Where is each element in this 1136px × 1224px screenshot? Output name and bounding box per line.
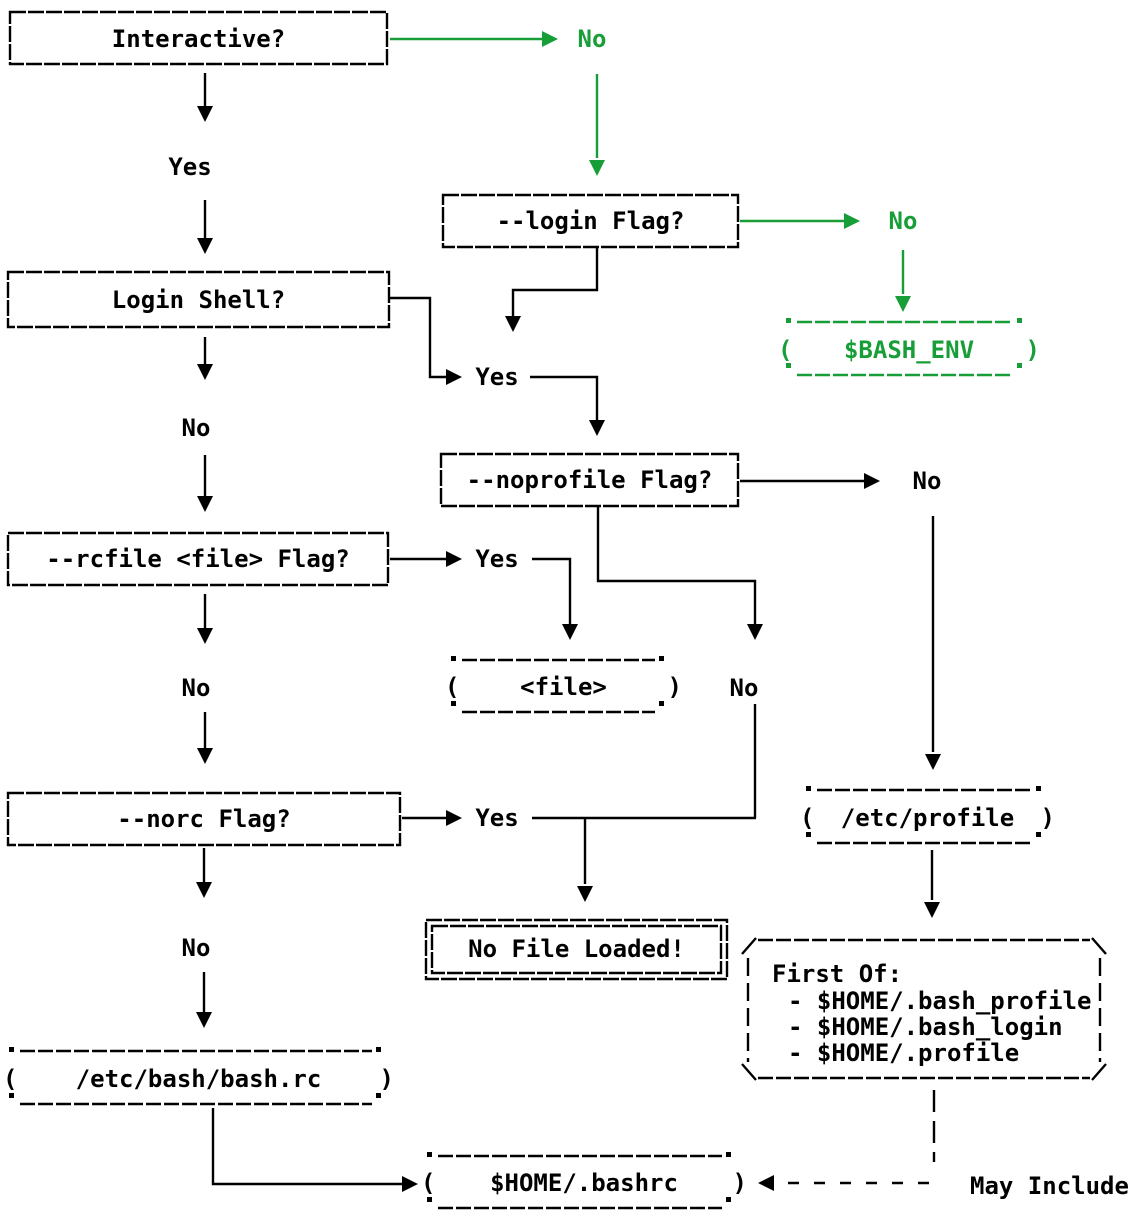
node-box-first-of-corners	[741, 937, 1107, 1081]
edge-label-merge-no: No	[729, 674, 759, 702]
edge-label-rcfile-yes: Yes	[475, 545, 519, 573]
node-box-interactive	[8, 10, 389, 66]
node-box-login-flag	[441, 193, 740, 249]
black-edges	[196, 73, 941, 1192]
oval-borders	[9, 318, 1041, 1210]
edge-label-login-flag-no: No	[888, 207, 918, 235]
oval-etc-bash-rc: ( /etc/bash/bash.rc )	[3, 1062, 394, 1096]
node-no-file-loaded-label: No File Loaded!	[468, 935, 685, 963]
oval-border-etc-bash-rc	[20, 1049, 372, 1106]
node-etc-profile-label: /etc/profile	[840, 804, 1015, 832]
node-borders	[6, 10, 1107, 1081]
edge-label-login-shell-yes: Yes	[475, 363, 519, 391]
edge-label-interactive-yes: Yes	[168, 153, 212, 181]
node-norc-label: --norc Flag?	[117, 805, 291, 833]
edge-label-norc-no: No	[181, 934, 211, 962]
node-etc-bash-rc-label: /etc/bash/bash.rc	[75, 1065, 322, 1093]
edge-label-interactive-no: No	[577, 25, 607, 53]
edge-label-norc-yes: Yes	[475, 804, 519, 832]
oval-file: ( <file> )	[445, 670, 682, 704]
oval-paren-close: )	[379, 1065, 394, 1093]
node-box-no-file-loaded-inner	[430, 924, 723, 975]
node-box-first-of-horizontals	[758, 938, 1090, 1080]
node-login-flag-label: --login Flag?	[496, 207, 685, 235]
node-first-of-title: First Of:	[772, 960, 903, 988]
edge-label-may-include: May Include	[970, 1172, 1129, 1200]
node-file-label: <file>	[520, 673, 607, 701]
oval-paren-open: (	[778, 336, 793, 364]
oval-paren-close: )	[1040, 804, 1055, 832]
node-box-first-of-verticals	[746, 958, 1102, 1062]
node-first-of-item: - $HOME/.bash_profile	[788, 987, 1092, 1015]
green-edges	[390, 31, 911, 312]
node-bash-env-label: $BASH_ENV	[843, 336, 975, 364]
oval-paren-close: )	[732, 1169, 747, 1197]
node-box-no-file-loaded-outer	[424, 918, 729, 981]
node-box-login-shell	[6, 270, 391, 329]
oval-paren-open: (	[800, 804, 815, 832]
edge-label-noprofile-no: No	[912, 467, 942, 495]
oval-border-home-bashrc	[438, 1154, 722, 1210]
oval-paren-open: (	[3, 1065, 18, 1093]
oval-paren-open: (	[421, 1169, 436, 1197]
oval-paren-close: )	[667, 673, 682, 701]
oval-etc-profile: ( /etc/profile )	[800, 801, 1055, 835]
oval-border-bash-env	[797, 320, 1013, 377]
oval-home-bashrc: ( $HOME/.bashrc )	[421, 1166, 747, 1200]
node-home-bashrc-label: $HOME/.bashrc	[490, 1169, 678, 1197]
edge-label-login-shell-no: No	[181, 414, 211, 442]
edge-label-rcfile-no: No	[181, 674, 211, 702]
oval-paren-close: )	[1025, 336, 1040, 364]
node-login-shell-label: Login Shell?	[111, 286, 286, 314]
node-noprofile-label: --noprofile Flag?	[466, 466, 713, 494]
oval-border-file	[462, 658, 655, 714]
oval-bash-env: ( $BASH_ENV )	[778, 333, 1040, 367]
node-box-rcfile	[6, 531, 390, 587]
node-box-noprofile	[439, 452, 740, 508]
node-rcfile-label: --rcfile <file> Flag?	[46, 545, 350, 573]
node-interactive-label: Interactive?	[111, 25, 286, 53]
node-first-of-item: - $HOME/.bash_login	[788, 1013, 1063, 1041]
node-box-norc	[6, 791, 402, 847]
node-first-of-item: - $HOME/.profile	[788, 1039, 1020, 1067]
oval-paren-open: (	[445, 673, 460, 701]
